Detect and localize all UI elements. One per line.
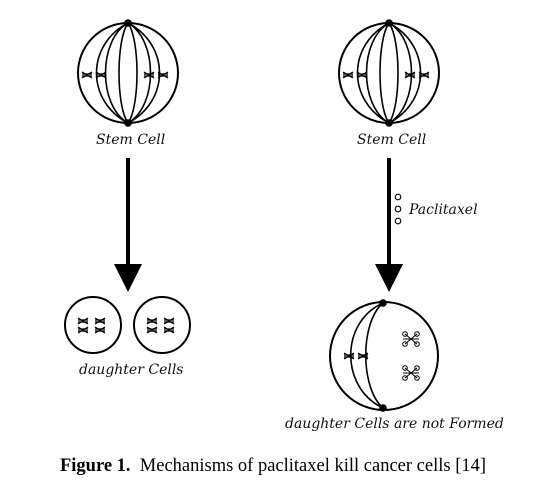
left-result-label: daughter Cells bbox=[79, 362, 184, 378]
left-stem-label: Stem Cell bbox=[96, 132, 166, 148]
left-stem-cell bbox=[77, 19, 179, 127]
caption-text: Mechanisms of paclitaxel kill cancer cel… bbox=[139, 456, 487, 476]
right-stem-label: Stem Cell bbox=[357, 132, 427, 148]
right-arrested-cell bbox=[329, 299, 439, 412]
right-arrow bbox=[375, 158, 403, 292]
paclitaxel-label: Paclitaxel bbox=[409, 202, 478, 218]
caption-prefix: Figure 1. bbox=[59, 456, 131, 476]
left-daughter-cells bbox=[64, 296, 191, 354]
figure-caption: Figure 1. Mechanisms of paclitaxel kill … bbox=[0, 456, 546, 477]
right-result-label: daughter Cells are not Formed bbox=[285, 416, 504, 432]
left-arrow bbox=[114, 158, 142, 292]
right-stem-cell bbox=[338, 19, 440, 127]
paclitaxel-molecules bbox=[394, 193, 402, 225]
